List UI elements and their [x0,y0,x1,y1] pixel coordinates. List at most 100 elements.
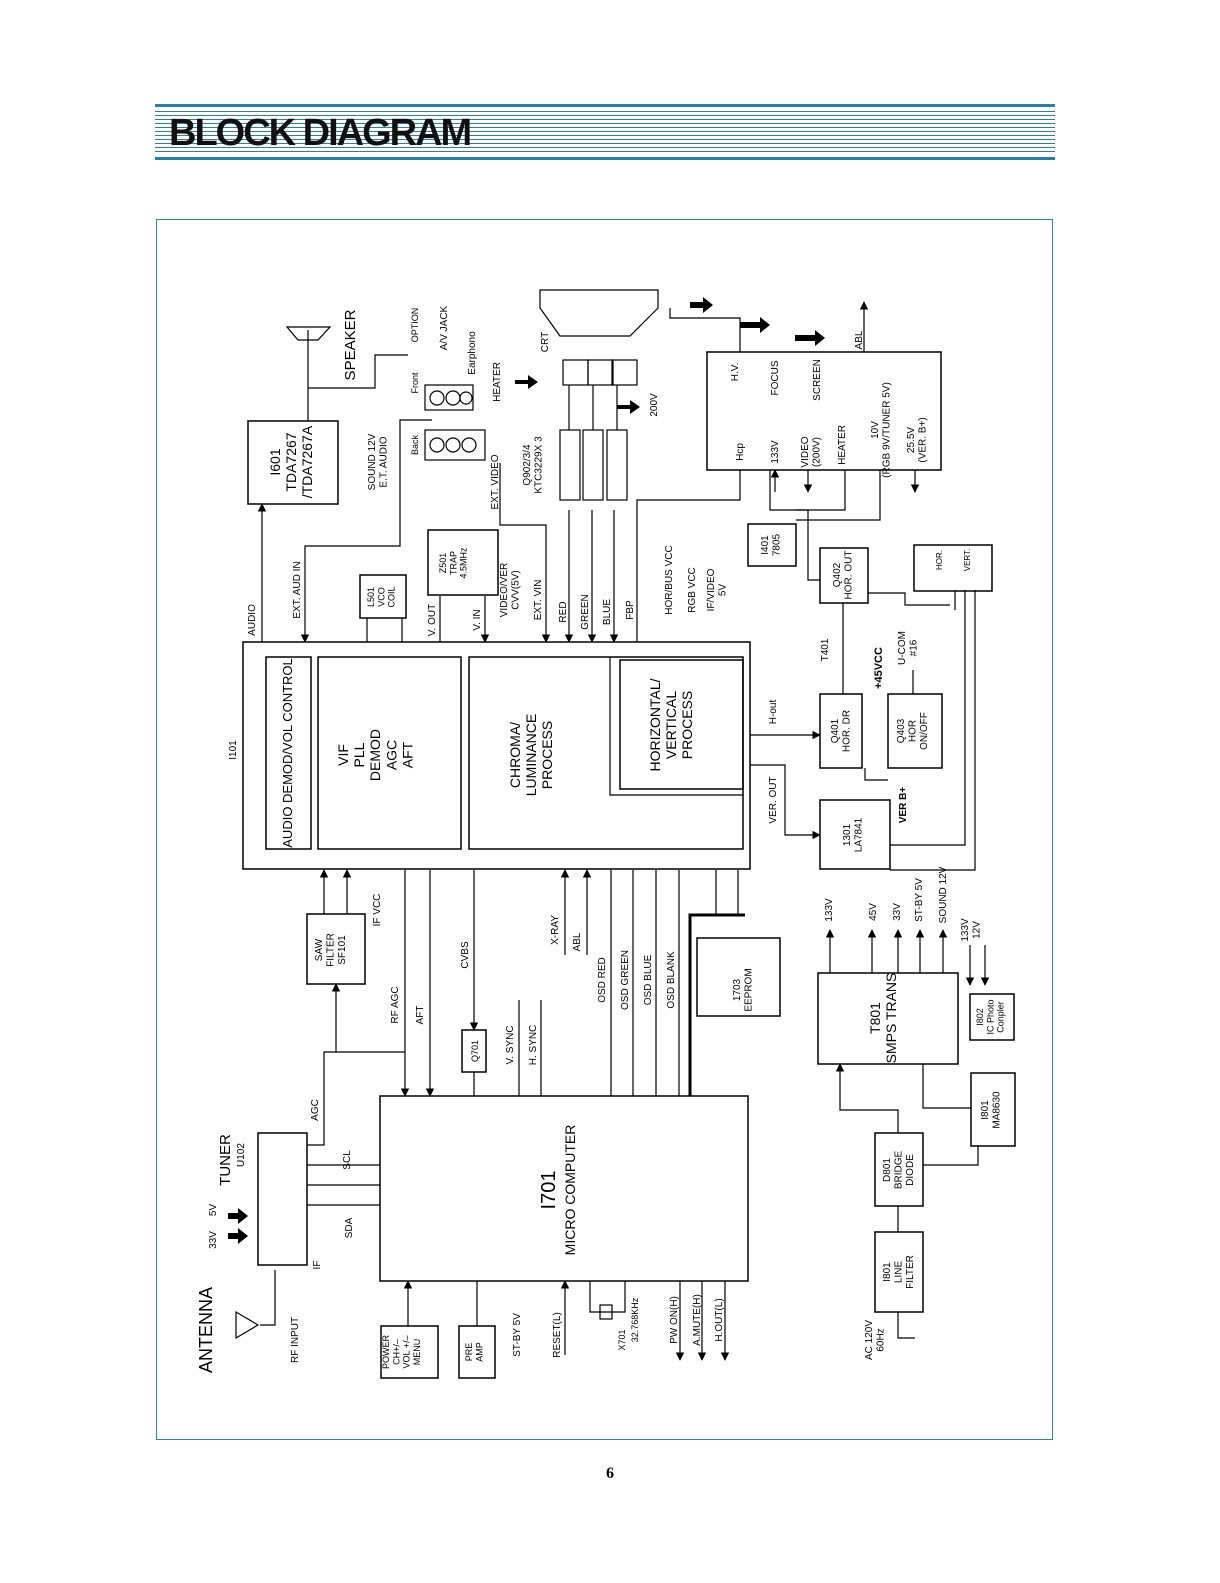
hout-label: H-out [768,700,779,725]
av-jack-label: A/V JACK [439,305,450,350]
abl-out-label: ABL [854,330,865,349]
antenna-label: ANTENNA [196,1287,216,1373]
tuner-label: TUNER [217,1134,234,1186]
micro-label: MICRO COMPUTER [562,1125,578,1256]
ucom-label: U-COM#16 [897,631,920,665]
reset-label: RESET(L) [552,1312,563,1358]
v-in-label: V. IN [472,609,483,630]
green-label: GREEN [580,594,591,630]
ext-aud-in-label: EXT. AUD IN [292,561,303,618]
t801-label: T801SMPS TRANS [867,973,899,1064]
i601-box [247,420,339,505]
cvbs-label: CVBS [460,941,471,969]
sda-tuner-label: SDA [344,1217,355,1238]
horbus-label: HOR/BUS VCC [664,545,675,614]
diagram-frame [156,219,1053,1440]
q401-label: Q401HOR. DR [830,710,853,752]
osd-blue-label: OSD BLUE [643,954,654,1005]
agc-label: AGC [310,1099,321,1121]
ext-video-label: EXT. VIDEO [490,454,501,509]
l501-box [359,574,407,619]
q902-label: Q902/3/4KTC3229X 3 [522,436,545,494]
xtal-label: 32.768KHz [630,1297,640,1342]
fbt-hcp-label: Hcp [735,443,746,461]
fbt-25v-label: 25.5V(VER. B+) [906,417,929,462]
rf-input-label: RF INPUT [290,1317,301,1363]
fbp-label: FBP [625,600,636,620]
fbt-133v-label: 133V [770,440,781,464]
ifvideo-label: IF/VIDEO5V [706,568,729,611]
v-out-label: V. OUT [427,604,438,636]
v45-label: +45VCC [873,647,885,689]
sound12v-label: SOUND 12VE.T. AUDIO [367,433,390,490]
hsync-label: H. SYNC [528,1025,539,1066]
yoke-box [913,544,993,592]
power-menu-box [380,1325,439,1379]
scl-tuner-label: SCL [342,1150,353,1170]
ac-label: AC 120V60Hz [864,1320,887,1360]
tuner-box [257,1132,308,1266]
xray-label: X-RAY [550,915,561,945]
abl-label: ABL [572,932,583,951]
u102-label: U102 [236,1143,247,1167]
i802-label: I802IC PhotoConpler [975,999,1006,1034]
crt-label: CRT [540,332,551,352]
hout-l-label: H.OUT(L) [714,1298,725,1341]
i801f-box [874,1231,924,1313]
ver-out-label: VER. OUT [768,776,779,823]
fbt-video-label: VIDEO(200V) [800,436,823,467]
smps-33v-label: 33V [892,903,903,921]
ext-vin-label: EXT. VIN [533,580,544,621]
back-label: Back [410,434,420,455]
osd-red-label: OSD RED [597,957,608,1003]
q701-label: Q701 [470,1040,480,1062]
red-label: RED [558,601,569,622]
200v-label: 200V [649,393,660,417]
q402-label: Q402HOR. OUT [832,551,855,600]
power-menu-label: POWERCH+/–VOL +/–MENU [381,1335,422,1370]
x701-label: X701 [617,1329,627,1350]
page-number: 6 [606,1465,614,1482]
amute-label: A.MUTE(H) [692,1294,703,1346]
z501-box [427,529,499,596]
heater-label: HEATER [492,362,503,402]
fbt-heater-label: HEATER [837,425,848,465]
d801-box [874,1132,924,1207]
page-header: BLOCK DIAGRAM [155,104,1055,160]
z501-label: Z501TRAP4.5MHz [438,547,469,579]
hor-label: HOR. [935,550,944,570]
chroma-block-label: CHROMA/LUMINANCEPROCESS [507,714,555,796]
t401-label: T401 [820,638,831,661]
fbt-box [706,351,942,471]
saw-label: SAWFILTERSF101 [314,933,348,967]
i401-label: I4017805 [760,533,783,556]
stby-label: ST-BY 5V [512,1313,523,1357]
smps-45v-label: 45V [868,903,879,921]
i701-label: I701 [538,1171,560,1210]
rgbvcc-label: RGB VCC [687,567,698,613]
eeprom-box [696,937,781,1017]
v133-12-label: 133V12V [960,918,983,942]
i101-label: I101 [228,740,239,760]
vert-label: VERT. [963,549,972,572]
speaker-label: SPEAKER [342,309,359,380]
hv-block-label: HORIZONTAL/VERTICALPROCESS [647,678,695,771]
vif-block-label: VIFPLLDEMODAGCAFT [335,729,415,781]
i801-label: I801MA8630 [980,1091,1003,1129]
earphone-label: Earphono [467,331,478,375]
33v-label: 33V [208,1231,219,1249]
pre-amp-label: PREAMP [464,1342,484,1362]
audio-label: AUDIO [247,604,258,636]
i801-box [970,1072,1016,1147]
smps-sound-label: SOUND 12V [938,866,949,923]
fbt-focus-label: FOCUS [770,360,781,395]
q403-box [887,693,943,769]
fbt-screen-label: SCREEN [812,359,823,401]
q403-label: Q403HORON/OFF [896,712,930,750]
osd-green-label: OSD GREEN [620,950,631,1010]
eeprom-label: 1703EEPROM [732,968,755,1011]
audio-demod-box [265,656,312,850]
front-label: Front [410,372,420,394]
aft-sig-label: AFT [415,1006,426,1025]
